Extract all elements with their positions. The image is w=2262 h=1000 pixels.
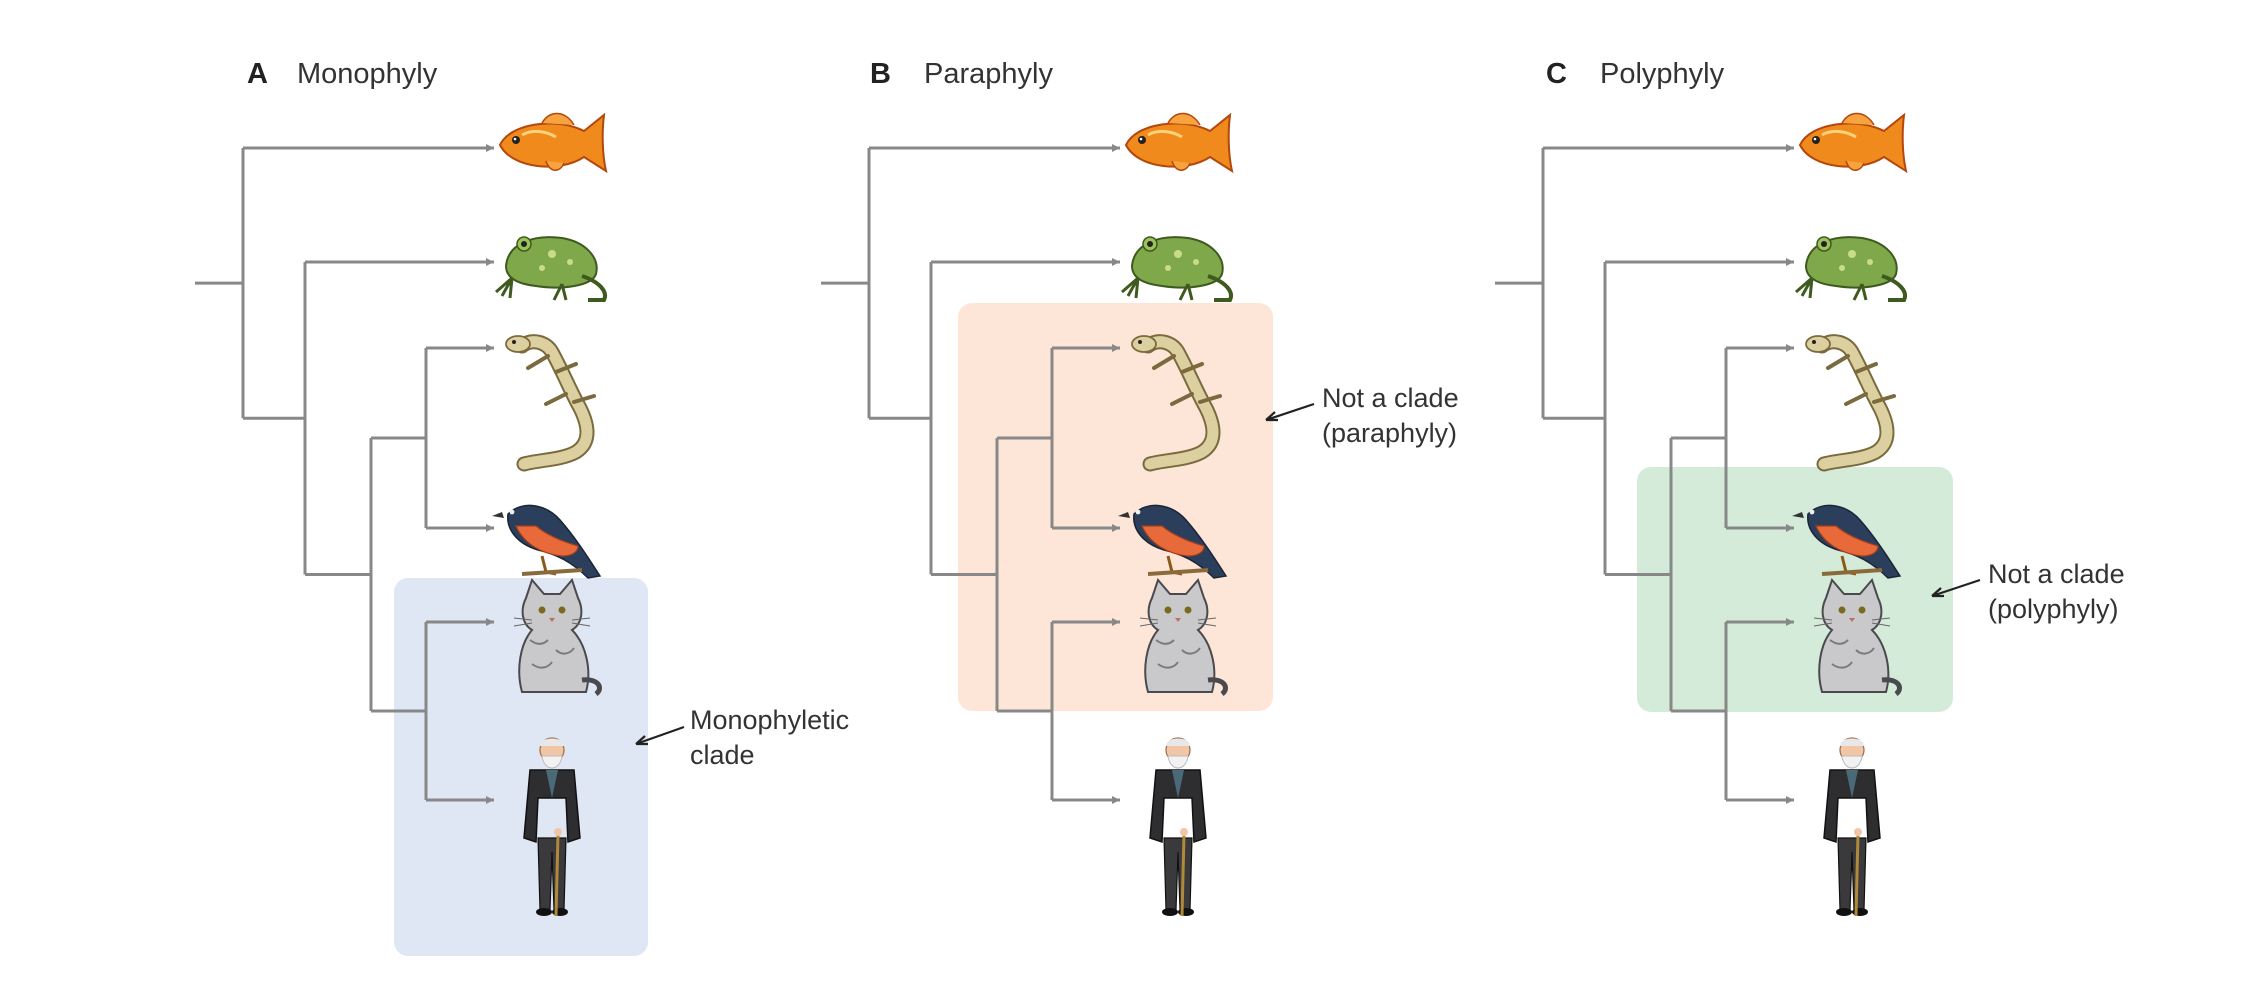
panel-a-tip-lizard: [486, 344, 494, 352]
panel-a-annotation-arrow: [635, 725, 685, 746]
panel-c-highlight-box: [1637, 467, 1953, 712]
frog-icon: [1120, 235, 1234, 302]
panel-c-title: Polyphyly: [1600, 58, 1725, 90]
panel-b-tip-cat: [1112, 618, 1120, 626]
panel-b-tip-goldfish: [1112, 144, 1120, 152]
panel-b-tip-bird: [1112, 524, 1120, 532]
phylogenetic-trees: [195, 144, 1794, 804]
panel-a-letter: A: [247, 58, 268, 90]
panel-b-annotation-arrow: [1265, 402, 1315, 422]
panel-b-highlight-box: [958, 303, 1273, 711]
panel-a-highlight-box: [394, 578, 648, 956]
panel-c-annotation-arrow: [1931, 578, 1981, 598]
human-icon: [1148, 736, 1208, 918]
panel-b-tree-branches: [821, 146, 1120, 802]
fish-icon: [1798, 111, 1908, 173]
fish-icon: [1124, 111, 1234, 173]
panel-c-tip-goldfish: [1786, 144, 1794, 152]
panel-b-annotation-line1: Not a clade: [1322, 383, 1459, 413]
frog-icon: [1794, 235, 1908, 302]
panel-c-tip-human: [1786, 796, 1794, 804]
panel-a-tip-human: [486, 796, 494, 804]
fish-icon: [498, 111, 608, 173]
panel-a-title: Monophyly: [297, 58, 438, 90]
panel-c-letter: C: [1546, 58, 1567, 90]
panel-a-tip-frog: [486, 258, 494, 266]
bird-icon: [490, 503, 602, 580]
panel-b-tip-lizard: [1112, 344, 1120, 352]
panel-b-tip-human: [1112, 796, 1120, 804]
panel-c-tip-lizard: [1786, 344, 1794, 352]
panel-c-tip-frog: [1786, 258, 1794, 266]
panel-a-tip-bird: [486, 524, 494, 532]
human-icon: [1822, 736, 1882, 918]
panel-c-tree-branches: [1495, 146, 1794, 802]
panel-c-annotation-line1: Not a clade: [1988, 559, 2125, 589]
lizard-icon: [1806, 336, 1894, 464]
panel-c-tip-bird: [1786, 524, 1794, 532]
frog-icon: [494, 235, 608, 302]
panel-c-tip-cat: [1786, 618, 1794, 626]
panel-c-annotation-line2: (polyphyly): [1988, 594, 2119, 624]
lizard-icon: [506, 336, 594, 464]
panel-b-tip-frog: [1112, 258, 1120, 266]
panel-b-letter: B: [870, 58, 891, 90]
panel-a-tip-goldfish: [486, 144, 494, 152]
panel-a-annotation-line2: clade: [690, 740, 755, 770]
panel-a-annotation-line1: Monophyletic: [690, 705, 849, 735]
panel-b-title: Paraphyly: [924, 58, 1053, 90]
panel-b-annotation-line2: (paraphyly): [1322, 418, 1457, 448]
panel-a-tree-branches: [195, 146, 494, 802]
panel-a-tip-cat: [486, 618, 494, 626]
